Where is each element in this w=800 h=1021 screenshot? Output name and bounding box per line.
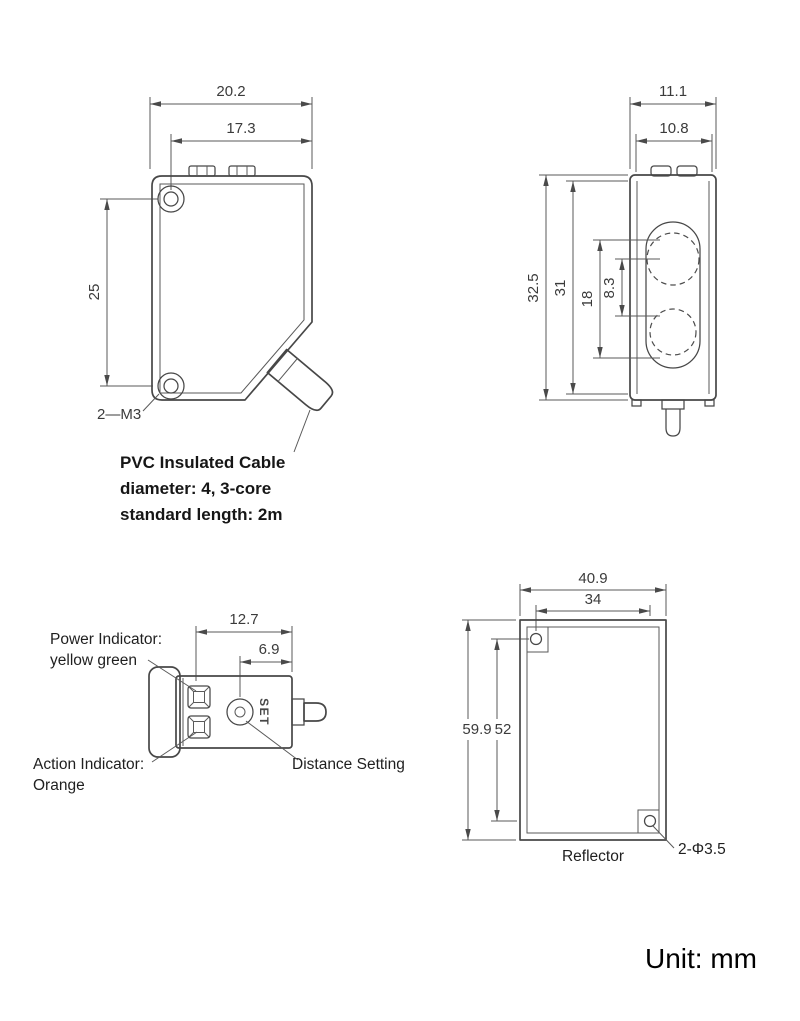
front-view: 20.2 17.3 25 2—M3 — [86, 83, 334, 524]
dim-52: 52 — [495, 721, 512, 738]
dim-17-3: 17.3 — [226, 120, 255, 137]
distance-setting-label: Distance Setting — [292, 756, 405, 773]
top-tabs — [188, 165, 256, 177]
leader-line — [151, 731, 198, 763]
dim-31: 31 — [552, 280, 569, 297]
mounting-hole-top — [157, 185, 185, 213]
action-indicator-window — [187, 715, 211, 739]
mounting-hole-top-inner — [163, 191, 179, 207]
dim-text-mask — [461, 719, 493, 740]
reflector-inner-frame — [526, 626, 660, 834]
sensor-body-outline — [151, 175, 313, 401]
indicator-bezel — [187, 715, 211, 739]
foot — [631, 399, 642, 407]
dim-12-7: 12.7 — [229, 611, 258, 628]
reflector-label: Reflector — [562, 848, 624, 865]
knob-slot — [234, 706, 246, 718]
leader-line — [142, 393, 160, 412]
dim-40-9: 40.9 — [578, 570, 607, 587]
reflector-body — [519, 619, 667, 841]
foot — [704, 399, 715, 407]
cable-note-line1: PVC Insulated Cable — [120, 453, 285, 472]
bevel-line — [203, 731, 210, 738]
front-cap — [148, 666, 181, 758]
sensor-side-body — [629, 174, 717, 401]
bevel-line — [203, 701, 210, 708]
corner-notch-bottom-right — [637, 809, 659, 833]
dim-34: 34 — [585, 591, 602, 608]
power-indicator-label-line2: yellow green — [50, 652, 137, 669]
dim-18: 18 — [579, 291, 596, 308]
action-indicator-label-line2: Orange — [33, 777, 85, 794]
indicator-bezel — [187, 685, 211, 709]
bevel-line — [188, 686, 195, 693]
leader-line — [293, 409, 311, 453]
cable-collar — [291, 698, 305, 726]
bevel-line — [188, 701, 195, 708]
top-tab — [650, 165, 672, 177]
dim-59-9: 59.9 — [462, 721, 491, 738]
bevel-line — [188, 731, 195, 738]
distance-setting-knob — [226, 698, 254, 726]
mounting-hole-bottom-inner — [163, 378, 179, 394]
dim-text-mask — [493, 719, 514, 740]
screw-label: 2—M3 — [97, 406, 141, 423]
top-tab — [676, 165, 698, 177]
dim-32-5: 32.5 — [525, 273, 542, 302]
leader-line — [147, 659, 197, 692]
dim-20-2: 20.2 — [216, 83, 245, 100]
lens-window — [645, 221, 701, 369]
corner-notch-top-left — [527, 627, 549, 653]
side-view: 11.1 10.8 32.5 31 18 — [525, 83, 717, 437]
cable-note-line3: standard length: 2m — [120, 505, 282, 524]
leader-line — [652, 825, 675, 849]
unit-label: Unit: mm — [645, 943, 757, 974]
dim-25: 25 — [86, 284, 103, 301]
top-view: 12.7 6.9 SET — [33, 611, 405, 794]
bevel-line — [203, 686, 210, 693]
dim-10-8: 10.8 — [659, 120, 688, 137]
cable-stub — [303, 702, 327, 722]
dim-8-3: 8.3 — [601, 278, 618, 299]
hole-diameter-label: 2-Φ3.5 — [678, 841, 726, 858]
cable-note-line2: diameter: 4, 3-core — [120, 479, 271, 498]
tab — [228, 165, 256, 177]
mounting-hole-bottom-right — [643, 814, 657, 828]
sensor-body-inner-line — [159, 183, 305, 394]
lens-receiver-circle — [649, 308, 697, 356]
power-indicator-label-line1: Power Indicator: — [50, 631, 162, 648]
bevel-line — [188, 716, 195, 723]
set-label: SET — [257, 698, 271, 726]
indicator-lens — [193, 721, 205, 733]
tab — [188, 165, 216, 177]
mounting-hole-top-left — [529, 632, 543, 646]
power-indicator-window — [187, 685, 211, 709]
reflector-view: 40.9 34 59.9 52 Reflector 2-Φ3.5 — [461, 570, 726, 865]
cable-body — [266, 348, 334, 412]
cable-stub — [665, 409, 681, 437]
indicator-lens — [193, 691, 205, 703]
dim-11-1: 11.1 — [659, 83, 687, 100]
cable-collar-line — [277, 358, 298, 382]
dim-6-9: 6.9 — [259, 641, 280, 658]
cable — [266, 348, 334, 412]
leader-line — [245, 720, 299, 761]
action-indicator-label-line1: Action Indicator: — [33, 756, 144, 773]
bevel-line — [203, 716, 210, 723]
housing-top — [175, 675, 293, 749]
cable-collar — [661, 399, 685, 410]
mounting-hole-bottom — [157, 372, 185, 400]
